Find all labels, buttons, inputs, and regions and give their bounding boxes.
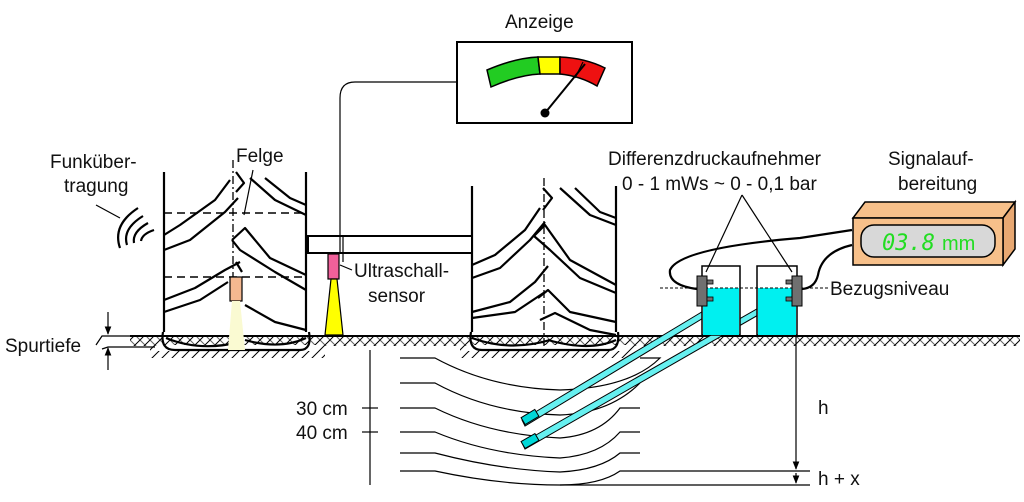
signal-label-line1: Signalauf-	[888, 149, 974, 170]
water-containers: Bezugsniveau	[660, 265, 949, 336]
sensor-display-wire	[339, 81, 457, 254]
ground-hatch-cross	[130, 336, 1020, 346]
cable-left	[668, 228, 853, 291]
rim-sensor	[229, 276, 243, 302]
gauge-pivot	[540, 108, 550, 118]
lcd-screen	[860, 224, 996, 258]
radio-label-line1: Funküber-	[50, 152, 137, 173]
radio-label-line2: tragung	[64, 176, 128, 197]
ultrasonic-sensor-body	[327, 253, 340, 280]
track-depth-label: Spurtiefe	[5, 336, 81, 357]
lcd-readout-unit: mm	[942, 233, 975, 255]
ultrasonic-sensor: Ultraschall- sensor	[324, 253, 449, 336]
rim-label: Felge	[236, 146, 284, 167]
cable-right	[801, 243, 853, 291]
track-depth-dimension: Spurtiefe	[5, 312, 158, 370]
radio-transmission: Funküber- tragung	[50, 152, 155, 249]
signal-processing-unit: Signalauf- bereitung 03.8 mm	[851, 149, 1017, 268]
ultrasonic-beam	[324, 278, 344, 336]
pressure-sensor-label-line1: Differenzdruckaufnehmer	[608, 149, 822, 170]
depth-label-40cm: 40 cm	[296, 423, 348, 444]
h-label: h	[818, 398, 829, 419]
vehicle-frame	[307, 235, 473, 254]
pressure-transducer-right	[791, 275, 803, 307]
right-tire	[468, 178, 628, 352]
display-label: Anzeige	[505, 12, 574, 33]
soil-layers: 30 cm 40 cm	[296, 350, 745, 486]
pressure-sensor-label-line2: 0 - 1 mWs ~ 0 - 0,1 bar	[622, 174, 817, 195]
gauge-zone-yellow	[537, 56, 561, 75]
signal-label-line2: bereitung	[898, 174, 977, 195]
h-plus-x-label: h + x	[818, 469, 860, 490]
pressure-probes	[520, 289, 794, 450]
ultrasonic-label-line2: sensor	[368, 286, 426, 307]
reference-level-label: Bezugsniveau	[830, 279, 949, 300]
lcd-readout-value: 03.8	[882, 231, 935, 256]
gauge-needle	[544, 63, 586, 114]
water-right	[758, 288, 796, 335]
rim-sensor-beam	[228, 301, 245, 350]
depth-label-30cm: 30 cm	[296, 399, 348, 420]
gauge-zone-red	[559, 56, 606, 88]
ultrasonic-label-line1: Ultraschall-	[354, 261, 449, 282]
pressure-transducer-left	[696, 275, 708, 307]
analog-display: Anzeige	[456, 12, 633, 124]
left-tire	[158, 160, 318, 352]
height-dimension: h h + x	[745, 336, 860, 490]
water-left	[703, 288, 739, 335]
radio-waves-icon	[117, 207, 155, 249]
